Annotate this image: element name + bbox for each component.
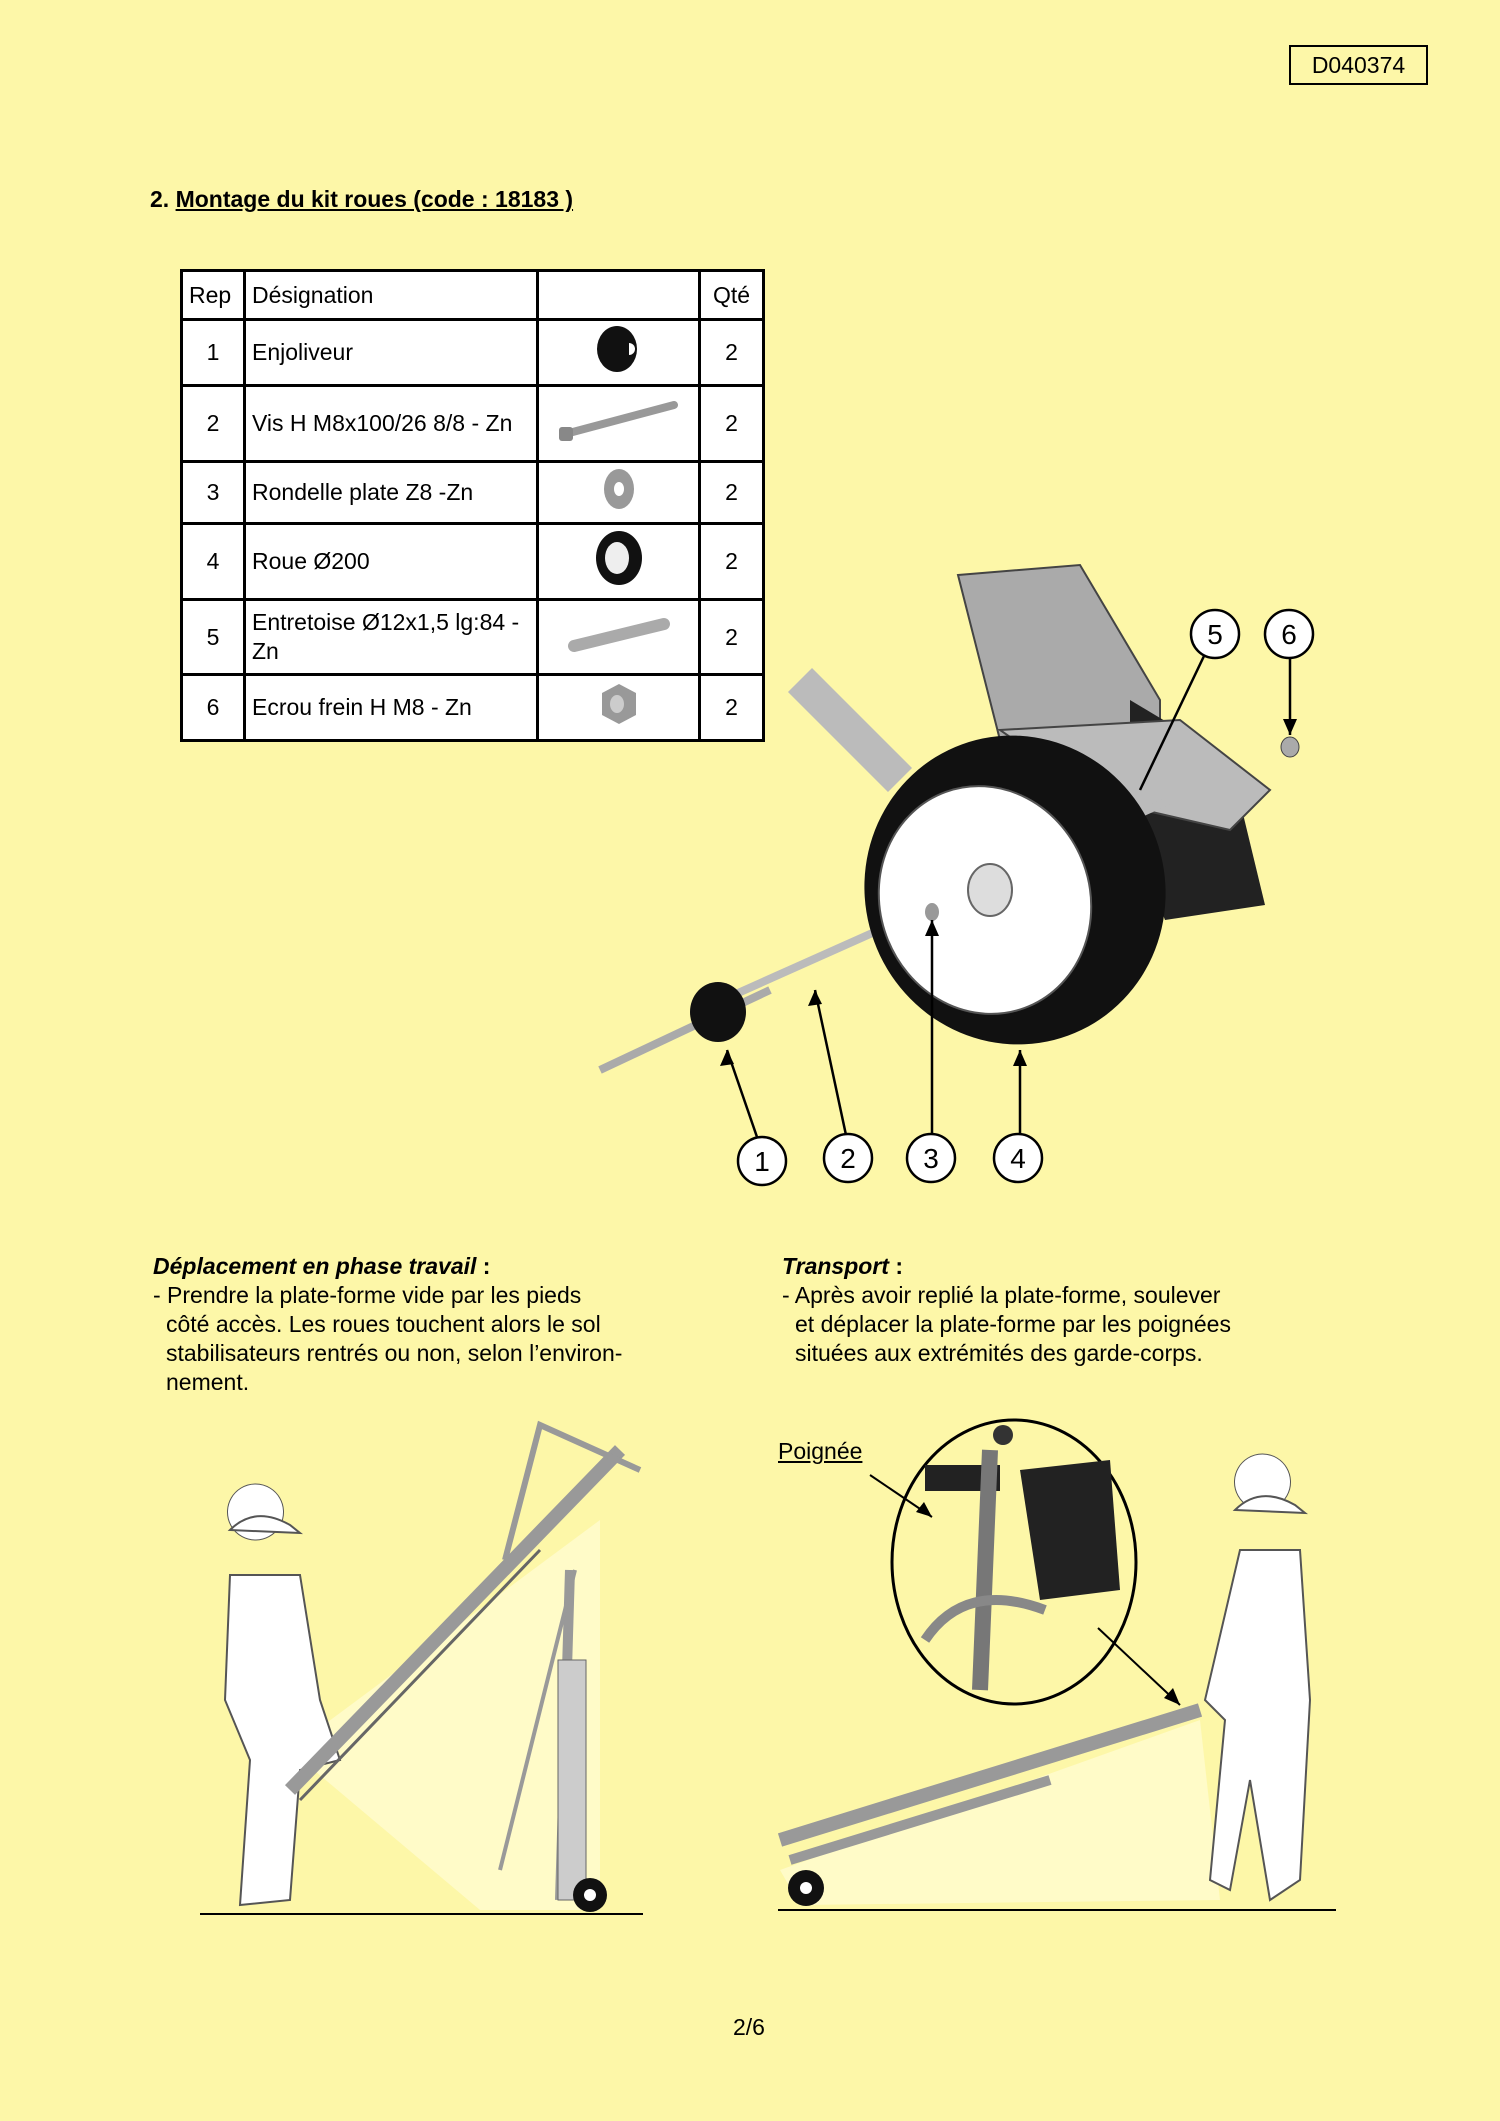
callout-circle: [736, 1135, 788, 1187]
rep-cell: 6: [180, 673, 246, 742]
callout-3: 3: [923, 1143, 939, 1174]
callout-6: 6: [1281, 619, 1297, 650]
header-designation: Désignation: [243, 269, 539, 321]
callout-2: 2: [840, 1143, 856, 1174]
transport-heading: Transport: [782, 1253, 889, 1279]
spacer-icon: [536, 598, 701, 676]
qty-cell: 2: [698, 460, 765, 525]
rep-cell: 1: [180, 318, 246, 387]
work-heading: Déplacement en phase travail: [153, 1253, 477, 1279]
callout-circle: [992, 1132, 1044, 1184]
table-row: 1 Enjoliveur 2: [180, 318, 765, 387]
callout-4: 4: [1010, 1143, 1026, 1174]
header-qty: Qté: [698, 269, 765, 321]
designation-cell: Rondelle plate Z8 -Zn: [243, 460, 539, 525]
washer-icon: [536, 460, 701, 525]
nut-icon: [536, 673, 701, 742]
work-heading-colon: :: [476, 1253, 491, 1279]
callout-1: 1: [754, 1146, 770, 1177]
designation-cell: Enjoliveur: [243, 318, 539, 387]
document-reference: D040374: [1289, 45, 1428, 85]
work-phase-section: Déplacement en phase travail : - Prendre…: [153, 1252, 622, 1397]
callout-5: 5: [1207, 619, 1223, 650]
qty-cell: 2: [698, 384, 765, 463]
rep-cell: 3: [180, 460, 246, 525]
callout-circle: [1189, 608, 1241, 660]
rep-cell: 2: [180, 384, 246, 463]
work-line: nement.: [166, 1369, 250, 1395]
qty-cell: 2: [698, 598, 765, 676]
wheel-icon: [536, 522, 701, 601]
handle-label: Poignée: [778, 1438, 863, 1464]
table-row: 4 Roue Ø200 2: [180, 522, 765, 601]
designation-cell: Vis H M8x100/26 8/8 - Zn: [243, 384, 539, 463]
transport-heading-colon: :: [888, 1253, 903, 1279]
bolt-icon: [536, 384, 701, 463]
work-phase-illustration: [200, 1420, 643, 1915]
qty-cell: 2: [698, 673, 765, 742]
qty-cell: 2: [698, 318, 765, 387]
rep-cell: 5: [180, 598, 246, 676]
work-line: - Prendre la plate-forme vide par les pi…: [153, 1282, 582, 1308]
table-row: 5 Entretoise Ø12x1,5 lg:84 -Zn 2: [180, 598, 765, 676]
transport-section: Transport : - Après avoir replié la plat…: [782, 1252, 1231, 1368]
callout-circle: [905, 1132, 957, 1184]
callout-circle: [822, 1132, 874, 1184]
parts-table: Rep Désignation Qté 1 Enjoliveur 2 2 Vis…: [180, 269, 765, 742]
page-number: 2/6: [733, 2014, 765, 2040]
table-row: 3 Rondelle plate Z8 -Zn 2: [180, 460, 765, 525]
table-row: 6 Ecrou frein H M8 - Zn 2: [180, 673, 765, 742]
header-image: [536, 269, 701, 321]
header-rep: Rep: [180, 269, 246, 321]
wheel-assembly-diagram: 1 2 3 4 5 6: [598, 563, 1315, 1187]
work-line: côté accès. Les roues touchent alors le …: [166, 1311, 601, 1337]
designation-cell: Roue Ø200: [243, 522, 539, 601]
section-title-text: Montage du kit roues (code : 18183 ): [175, 186, 574, 212]
designation-cell: Ecrou frein H M8 - Zn: [243, 673, 539, 742]
transport-line: et déplacer la plate-forme par les poign…: [795, 1311, 1231, 1337]
work-line: stabilisateurs rentrés ou non, selon l’e…: [166, 1340, 623, 1366]
cap-icon: [536, 318, 701, 387]
section-title: 2. Montage du kit roues (code : 18183 ): [150, 186, 573, 213]
transport-illustration: [777, 1418, 1336, 1911]
designation-cell: Entretoise Ø12x1,5 lg:84 -Zn: [243, 598, 539, 676]
callout-circle: [1263, 608, 1315, 660]
rep-cell: 4: [180, 522, 246, 601]
qty-cell: 2: [698, 522, 765, 601]
transport-line: situées aux extrémités des garde-corps.: [795, 1340, 1203, 1366]
section-number: 2.: [150, 186, 170, 212]
table-header-row: Rep Désignation Qté: [180, 269, 765, 321]
transport-line: - Après avoir replié la plate-forme, sou…: [782, 1282, 1221, 1308]
table-row: 2 Vis H M8x100/26 8/8 - Zn 2: [180, 384, 765, 463]
